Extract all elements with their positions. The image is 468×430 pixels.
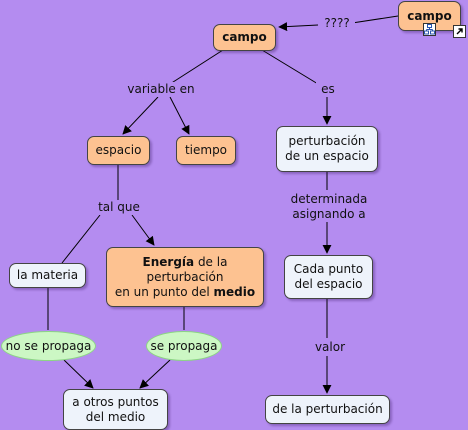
concept-espacio[interactable]: espacio [87, 136, 150, 165]
concept-se-propaga[interactable]: se propaga [146, 331, 222, 361]
concept-cada-punto[interactable]: Cada punto del espacio [284, 255, 373, 299]
link-variable-en[interactable]: variable en [124, 82, 198, 97]
concept-label-line: del medio [85, 409, 146, 424]
concept-label-line: del espacio [294, 277, 363, 291]
concept-otros-puntos-medio[interactable]: a otros puntos del medio [63, 389, 168, 430]
concept-label: no se propaga [5, 338, 92, 353]
concept-label-bold: Energía [142, 254, 195, 269]
concept-label-text: en un punto del [114, 284, 214, 299]
concept-perturbacion-espacio[interactable]: perturbación de un espacio [276, 126, 378, 172]
concept-label-line: Energía de la [115, 255, 255, 270]
link-valor[interactable]: valor [309, 340, 351, 355]
link-es[interactable]: es [316, 82, 340, 97]
concept-tiempo[interactable]: tiempo [176, 136, 236, 165]
network-icon[interactable] [423, 23, 436, 36]
concept-label-line: a otros puntos [72, 394, 159, 409]
concept-energia[interactable]: Energía de la perturbación en un punto d… [106, 247, 264, 307]
concept-campo[interactable]: campo [213, 24, 276, 51]
concept-label: la materia [16, 268, 79, 282]
concept-la-materia[interactable]: la materia [9, 263, 86, 288]
link-label-line: asignando a [292, 207, 366, 221]
link-tal-que[interactable]: tal que [92, 200, 146, 215]
concept-label-bold: medio [213, 284, 256, 299]
link-label-line: determinada [290, 192, 368, 206]
link-question[interactable]: ???? [319, 16, 355, 31]
concept-label: campo [407, 8, 452, 23]
concept-label-text: de la [194, 254, 228, 269]
concept-label-line: en un punto del medio [115, 285, 255, 300]
concept-label: tiempo [184, 143, 228, 157]
concept-label: espacio [95, 143, 142, 157]
link-determinada[interactable]: determinada asignando a [285, 192, 373, 222]
concept-de-la-perturbacion[interactable]: de la perturbación [265, 395, 390, 424]
shortcut-arrow-icon[interactable] [453, 25, 466, 38]
concept-label: de la perturbación [272, 402, 383, 416]
concept-no-se-propaga[interactable]: no se propaga [1, 331, 96, 361]
concept-label: campo [222, 30, 267, 44]
concept-label-line: perturbación [288, 134, 366, 148]
concept-label: se propaga [150, 338, 218, 353]
concept-label-line: de un espacio [285, 149, 369, 163]
concept-label-line: perturbación [146, 269, 224, 284]
concept-label-line: Cada punto [293, 262, 364, 276]
